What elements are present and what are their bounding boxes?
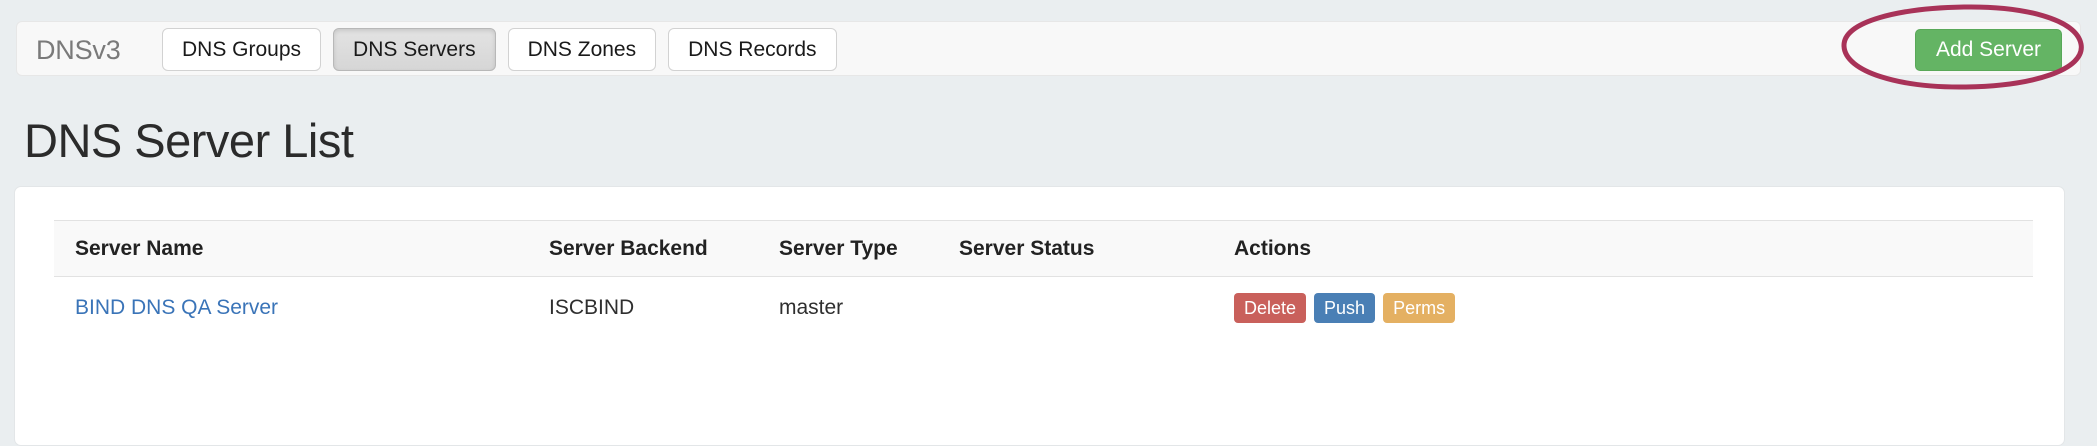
cell-server-type: master bbox=[779, 296, 844, 319]
tab-dns-zones[interactable]: DNS Zones bbox=[507, 28, 657, 71]
table-header: Server Name Server Backend Server Type S… bbox=[54, 220, 2033, 277]
push-button[interactable]: Push bbox=[1314, 293, 1376, 323]
add-server-button[interactable]: Add Server bbox=[1914, 29, 2062, 71]
cell-actions: Delete Push Perms bbox=[1234, 277, 2033, 338]
brand-logo[interactable]: DNSv3 bbox=[36, 35, 121, 65]
cell-server-backend: ISCBIND bbox=[549, 296, 635, 319]
tab-dns-groups[interactable]: DNS Groups bbox=[162, 28, 322, 71]
table-body: BIND DNS QA Server ISCBIND master Delete… bbox=[54, 277, 2033, 338]
table-row: BIND DNS QA Server ISCBIND master Delete… bbox=[54, 277, 2033, 338]
server-name-link[interactable]: BIND DNS QA Server bbox=[75, 296, 279, 319]
cell-server-name: BIND DNS QA Server bbox=[54, 277, 549, 338]
dns-server-table: Server Name Server Backend Server Type S… bbox=[54, 220, 2033, 337]
tab-dns-servers[interactable]: DNS Servers bbox=[333, 28, 496, 71]
table-header-row: Server Name Server Backend Server Type S… bbox=[54, 220, 2033, 277]
column-header-server-name[interactable]: Server Name bbox=[54, 220, 549, 277]
tab-dns-records[interactable]: DNS Records bbox=[668, 28, 837, 71]
column-header-server-status[interactable]: Server Status bbox=[959, 220, 1234, 277]
column-header-server-backend[interactable]: Server Backend bbox=[549, 220, 779, 277]
action-button-group: Delete Push Perms bbox=[1234, 293, 2033, 323]
nav-tab-group: DNS Groups DNS Servers DNS Zones DNS Rec… bbox=[162, 28, 837, 71]
cell-server-status bbox=[959, 277, 1234, 338]
server-list-panel: Server Name Server Backend Server Type S… bbox=[14, 186, 2065, 446]
top-navbar: DNSv3 DNS Groups DNS Servers DNS Zones D… bbox=[16, 21, 2081, 76]
delete-button[interactable]: Delete bbox=[1234, 293, 1307, 323]
perms-button[interactable]: Perms bbox=[1383, 293, 1456, 323]
column-header-server-type[interactable]: Server Type bbox=[779, 220, 959, 277]
page-title: DNS Server List bbox=[24, 114, 354, 167]
add-server-container: Add Server bbox=[1914, 29, 2062, 71]
column-header-actions: Actions bbox=[1234, 220, 2033, 277]
